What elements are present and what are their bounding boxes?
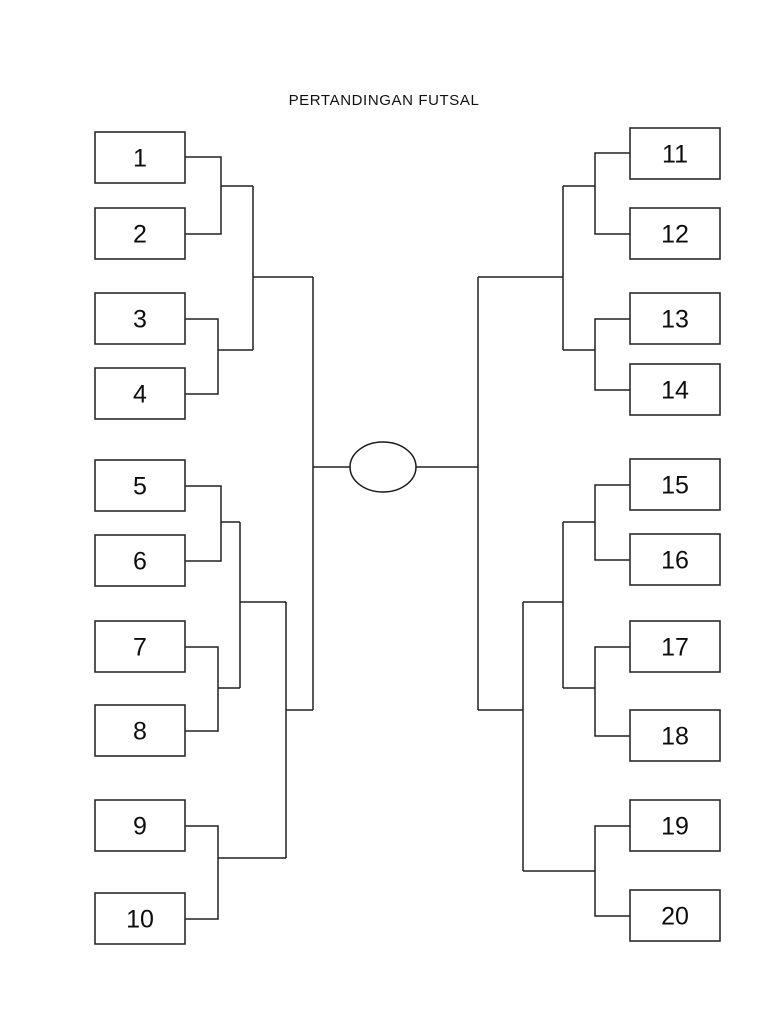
left-connector-3 bbox=[185, 318, 219, 395]
team-box-19[interactable] bbox=[629, 799, 721, 852]
left-connector-13 bbox=[185, 825, 219, 920]
team-box-14[interactable] bbox=[629, 363, 721, 416]
right-connector-1 bbox=[594, 152, 630, 235]
team-label-19: 19 bbox=[661, 813, 689, 841]
left-connector-9 bbox=[185, 646, 219, 732]
team-label-9: 9 bbox=[133, 813, 147, 841]
right-connector-13 bbox=[594, 825, 630, 917]
page-title: PERTANDINGAN FUTSAL bbox=[289, 92, 480, 109]
team-label-1: 1 bbox=[133, 145, 147, 173]
team-label-12: 12 bbox=[661, 221, 689, 249]
right-connector-3 bbox=[594, 318, 630, 391]
team-label-7: 7 bbox=[133, 634, 147, 662]
team-label-4: 4 bbox=[133, 381, 147, 409]
team-label-20: 20 bbox=[661, 903, 689, 931]
team-box-16[interactable] bbox=[629, 533, 721, 586]
team-box-4[interactable] bbox=[94, 367, 186, 420]
team-label-5: 5 bbox=[133, 473, 147, 501]
team-box-20[interactable] bbox=[629, 889, 721, 942]
left-connector-group bbox=[185, 156, 350, 920]
team-box-18[interactable] bbox=[629, 709, 721, 762]
team-label-6: 6 bbox=[133, 548, 147, 576]
final-match-node[interactable] bbox=[349, 441, 417, 493]
team-label-18: 18 bbox=[661, 723, 689, 751]
team-box-13[interactable] bbox=[629, 292, 721, 345]
team-label-15: 15 bbox=[661, 472, 689, 500]
right-teams-group: 11 12 13 14 15 16 17 18 19 20 bbox=[629, 127, 721, 942]
team-label-10: 10 bbox=[126, 906, 154, 934]
team-label-3: 3 bbox=[133, 306, 147, 334]
team-box-5[interactable] bbox=[94, 459, 186, 512]
left-teams-group: 1 2 3 4 5 6 7 8 9 10 bbox=[94, 131, 186, 945]
team-label-8: 8 bbox=[133, 718, 147, 746]
team-box-7[interactable] bbox=[94, 620, 186, 673]
left-connector-7 bbox=[185, 485, 222, 562]
team-label-13: 13 bbox=[661, 306, 689, 334]
team-box-6[interactable] bbox=[94, 534, 186, 587]
team-box-17[interactable] bbox=[629, 620, 721, 673]
right-connector-7 bbox=[594, 484, 630, 561]
team-box-12[interactable] bbox=[629, 207, 721, 260]
team-box-2[interactable] bbox=[94, 207, 186, 260]
team-label-2: 2 bbox=[133, 221, 147, 249]
team-box-11[interactable] bbox=[629, 127, 721, 180]
right-connector-9 bbox=[594, 646, 630, 737]
team-box-9[interactable] bbox=[94, 799, 186, 852]
team-box-15[interactable] bbox=[629, 458, 721, 511]
team-label-16: 16 bbox=[661, 547, 689, 575]
team-label-11: 11 bbox=[662, 141, 688, 169]
team-box-1[interactable] bbox=[94, 131, 186, 184]
team-label-17: 17 bbox=[661, 634, 689, 662]
team-box-3[interactable] bbox=[94, 292, 186, 345]
team-label-14: 14 bbox=[661, 377, 689, 405]
left-connector-1 bbox=[185, 156, 222, 235]
right-connector-group bbox=[416, 152, 630, 917]
team-box-8[interactable] bbox=[94, 704, 186, 757]
team-box-10[interactable] bbox=[94, 892, 186, 945]
